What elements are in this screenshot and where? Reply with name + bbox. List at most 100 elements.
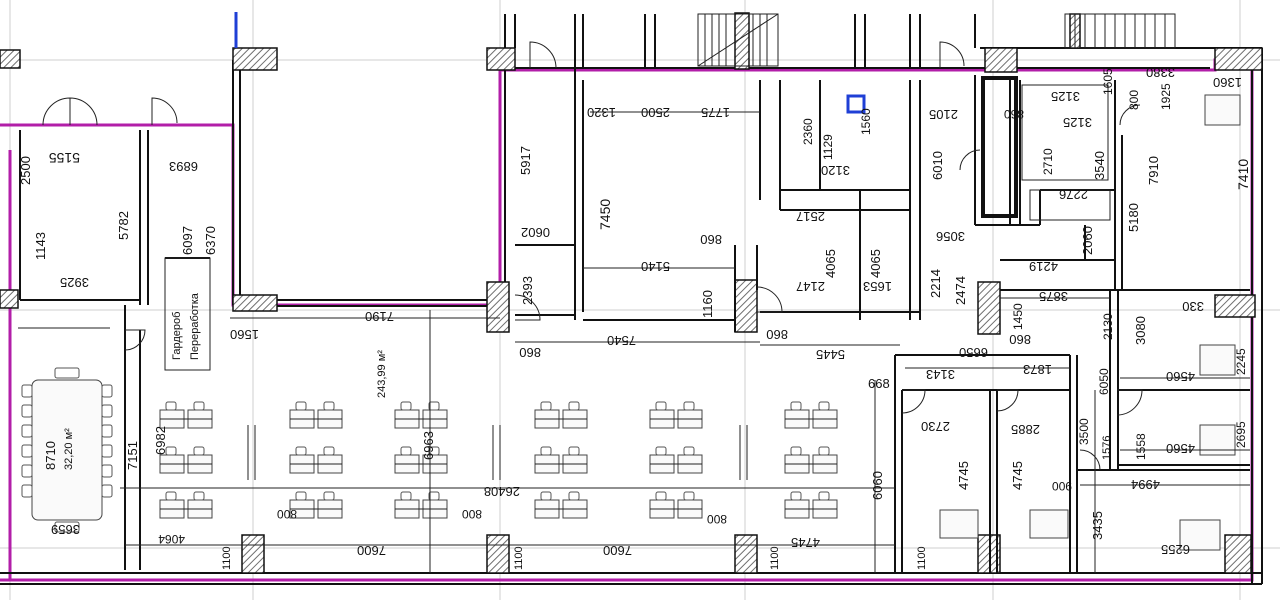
storage-label-1: Гардероб [171, 312, 183, 360]
dim-label: 860 [1009, 332, 1031, 347]
dim-label: 6963 [421, 431, 436, 460]
dim-label: 668 [868, 376, 890, 391]
dim-label: 6893 [169, 159, 198, 174]
dim-label: 6010 [930, 151, 945, 180]
dim-label: 5917 [518, 146, 533, 175]
outer-walls [0, 14, 1263, 585]
dimension-lines [125, 111, 1250, 573]
dim-label: 1100 [769, 546, 781, 570]
dim-label: 1450 [1011, 303, 1025, 330]
dim-label: 330 [1182, 299, 1204, 314]
dim-label: 7190 [365, 309, 394, 324]
dim-label: 4065 [823, 249, 838, 278]
dim-label: 900 [1052, 479, 1072, 493]
dim-label: 2393 [520, 276, 535, 305]
interior-walls [18, 68, 1250, 573]
dim-label: 1100 [513, 546, 525, 570]
columns [0, 12, 1263, 574]
dim-label: 2214 [928, 269, 943, 298]
dim-label: 860 [700, 232, 722, 247]
dim-label: 6370 [203, 226, 218, 255]
dim-label: 1775 [701, 105, 730, 120]
dim-label: 3125 [1051, 89, 1080, 104]
dim-label: 7410 [1235, 159, 1251, 190]
dim-label: 8710 [43, 441, 58, 470]
dim-label: 4219 [1029, 259, 1058, 274]
dim-label: 2060 [1080, 226, 1095, 255]
dim-label: 4994 [1131, 477, 1160, 492]
dim-label: 1653 [863, 279, 892, 294]
dim-label: 2730 [921, 419, 950, 434]
dim-label: 6982 [153, 426, 168, 455]
dim-label: 6060 [870, 471, 885, 500]
dim-label: 3435 [1090, 511, 1105, 540]
dim-label: 4745 [791, 535, 820, 550]
dim-label: 1576 [1101, 436, 1113, 460]
dim-label: 2147 [796, 279, 825, 294]
dim-label: 3143 [926, 367, 955, 382]
dim-label: 7600 [603, 543, 632, 558]
dim-label: 3120 [821, 163, 850, 178]
dim-label: 7540 [607, 333, 636, 348]
dim-label: 2474 [953, 276, 968, 305]
dim-label: 1873 [1023, 362, 1052, 377]
stairs [697, 13, 1176, 67]
dim-label: 1360 [1213, 75, 1242, 90]
dim-label: 3056 [936, 229, 965, 244]
dim-label: 7910 [1146, 156, 1161, 185]
dim-label: 6097 [180, 226, 195, 255]
dim-label: 1925 [1159, 83, 1173, 110]
dim-label: 6050 [1097, 368, 1111, 395]
dim-label: 2710 [1041, 148, 1055, 175]
dim-label: 4064 [158, 532, 185, 546]
dim-label: 1100 [916, 546, 928, 570]
dim-label: 4560 [1166, 369, 1195, 384]
dim-label: 26408 [484, 484, 520, 499]
dim-label: 1129 [821, 134, 835, 160]
dim-label: 1143 [33, 232, 48, 260]
dim-label: 800 [277, 507, 297, 521]
dim-label: 2517 [796, 209, 825, 224]
dim-label: 1160 [700, 290, 715, 318]
open-space-area: 243,99 м² [376, 350, 388, 398]
dim-label: 2245 [1234, 348, 1248, 375]
dim-label: 800 [1127, 90, 1141, 110]
dim-label: 2500 [18, 156, 33, 185]
dim-label: 1558 [1134, 433, 1148, 460]
dim-label: 2695 [1234, 421, 1248, 448]
dim-label: 2130 [1101, 313, 1115, 340]
dim-label: 860 [519, 345, 541, 360]
dim-label: 5180 [1126, 203, 1141, 232]
dim-label: 3080 [1133, 316, 1148, 345]
dim-label: 5155 [49, 150, 80, 166]
dim-label: 860 [1004, 107, 1024, 121]
dim-label: 3380 [1146, 65, 1175, 80]
dim-label: 2105 [929, 107, 958, 122]
dim-label: 3925 [60, 275, 89, 290]
dim-label: 2500 [641, 105, 670, 120]
dim-label: 5140 [641, 259, 670, 274]
dim-label: 5782 [116, 211, 131, 240]
dim-label: 2276 [1059, 187, 1088, 202]
dim-label: 1560 [859, 108, 873, 135]
doors [42, 41, 1143, 471]
blue-marker [234, 12, 866, 114]
dim-label: 4560 [1166, 441, 1195, 456]
dim-label: 4745 [1010, 461, 1025, 490]
dim-label: 6650 [959, 345, 988, 360]
dim-label: 800 [707, 512, 727, 526]
dim-label: 2885 [1011, 422, 1040, 437]
dim-label: 3125 [1063, 115, 1092, 130]
dim-label: 1560 [230, 327, 259, 342]
dim-label: 1320 [587, 105, 616, 120]
dim-label: 7600 [357, 543, 386, 558]
dim-label: 7151 [125, 441, 140, 470]
dim-label: 1100 [221, 546, 233, 570]
dim-label: 5445 [816, 347, 845, 362]
meeting-room-area: 32,20 м² [63, 428, 75, 470]
dim-label: 6255 [1161, 542, 1190, 557]
room-labels: 32,20 м² 243,99 м² Гардероб Переработка [63, 292, 388, 470]
dimension-labels: 5155 2500 5782 1143 3925 6893 6097 6370 … [18, 65, 1251, 570]
dim-label: 800 [462, 507, 482, 521]
